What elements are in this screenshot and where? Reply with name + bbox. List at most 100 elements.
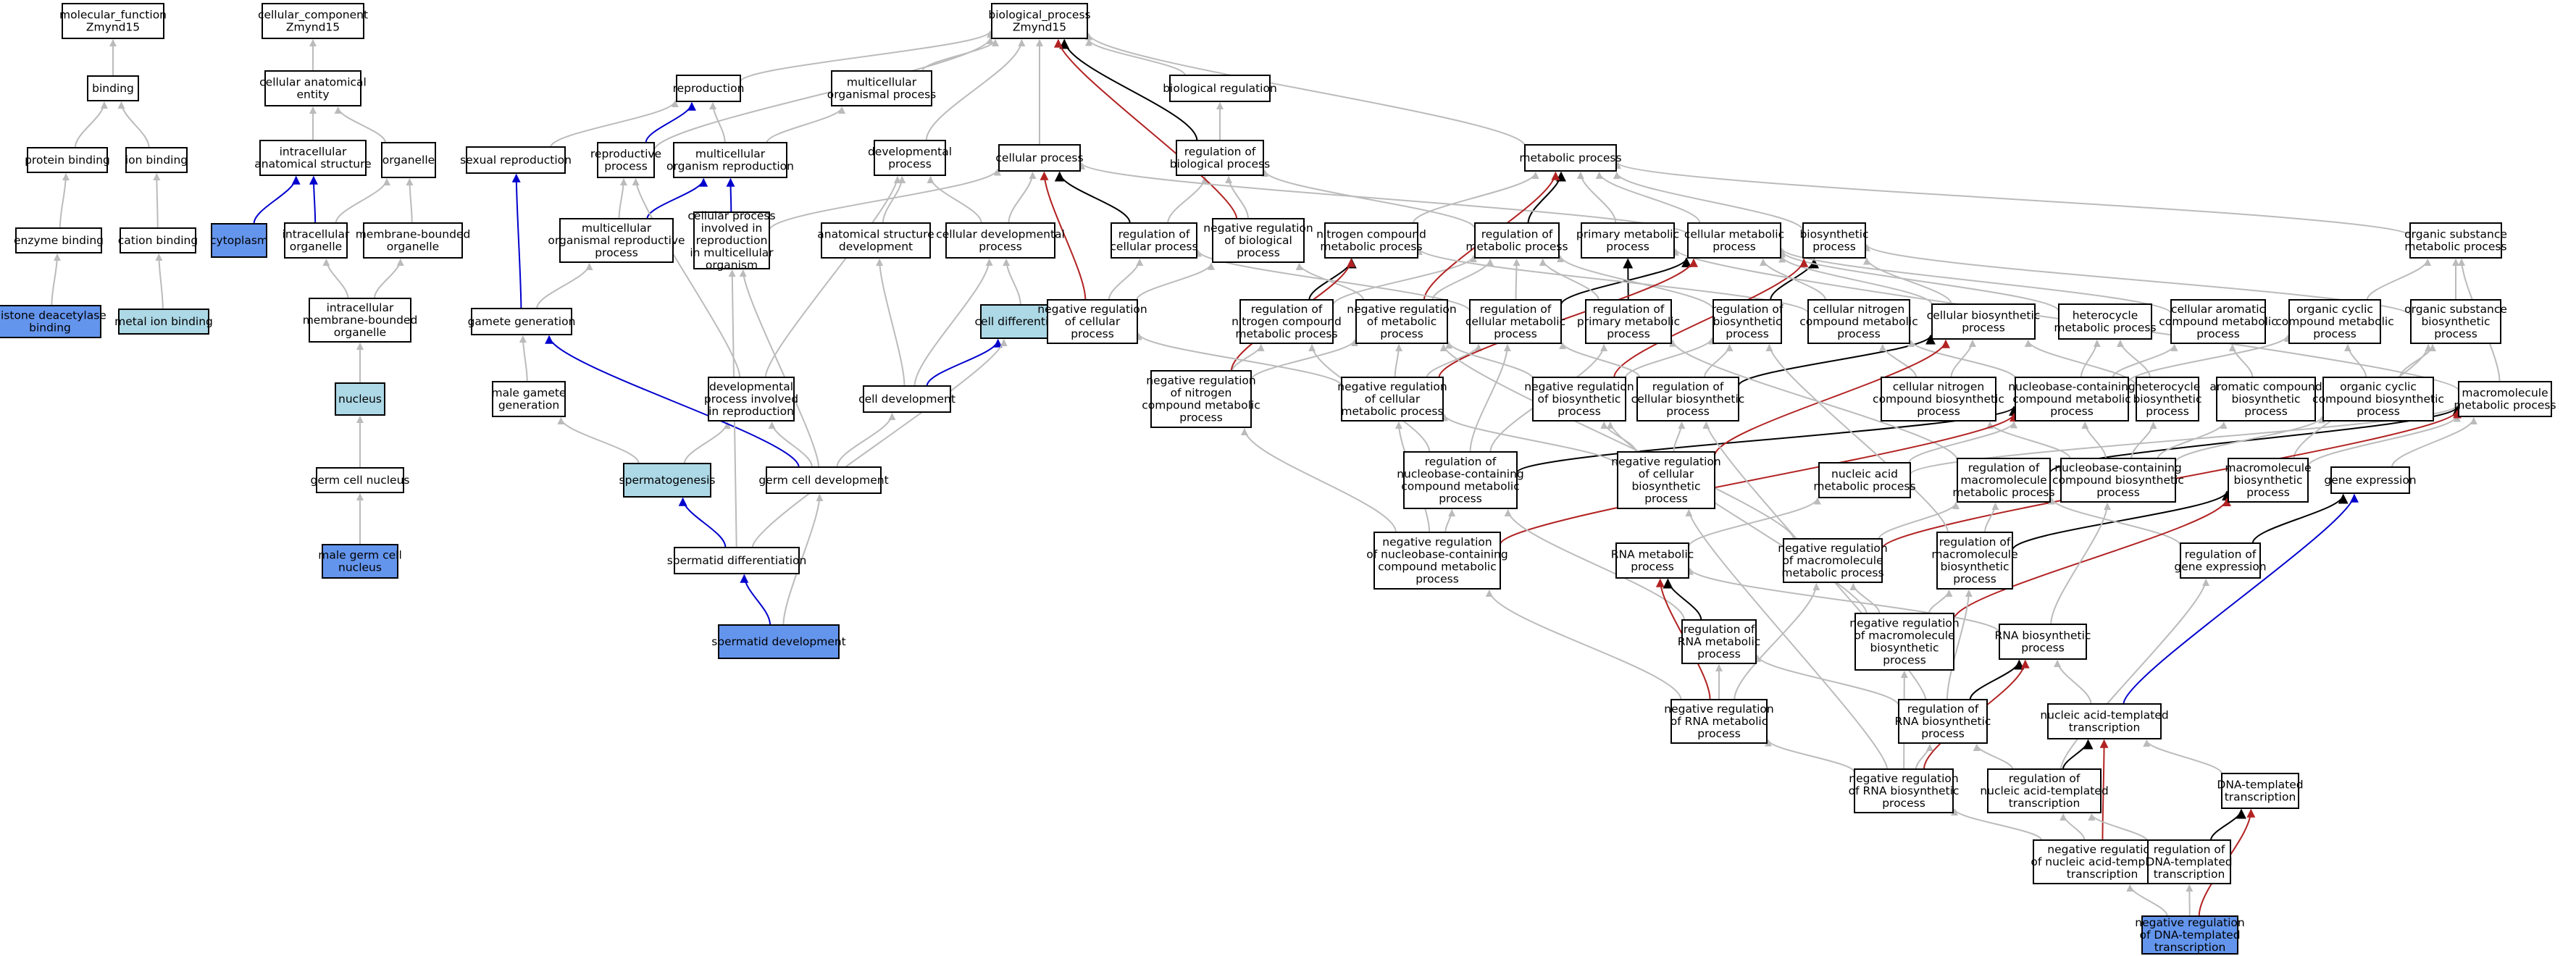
go-term-node[interactable]: metal ion binding xyxy=(114,309,213,335)
go-term-node[interactable]: germ cell development xyxy=(758,466,889,494)
go-term-node[interactable]: sexual reproduction xyxy=(460,146,572,174)
go-term-node[interactable]: ion binding xyxy=(125,147,188,173)
go-term-node[interactable]: cytoplasm xyxy=(210,223,268,258)
node-box xyxy=(998,144,1081,172)
go-term-node[interactable]: protein binding xyxy=(25,147,110,173)
edge-is-a xyxy=(406,178,414,224)
go-term-node[interactable]: binding xyxy=(87,75,139,101)
go-term-node[interactable]: cell development xyxy=(858,385,955,413)
go-term-node[interactable]: gene expression xyxy=(2324,466,2417,494)
go-term-node[interactable]: enzyme binding xyxy=(14,227,104,253)
go-term-node[interactable]: reproduction xyxy=(673,75,745,102)
go-term-node[interactable]: nucleus xyxy=(335,382,385,416)
go-term-node[interactable]: cation binding xyxy=(118,227,198,253)
go-term-node[interactable]: cellular process xyxy=(995,144,1084,172)
go-term-node[interactable]: biological regulation xyxy=(1163,75,1277,102)
go-term-node[interactable]: organelle xyxy=(381,142,436,178)
go-term-node[interactable]: spermatogenesis xyxy=(619,463,716,498)
go-term-node[interactable]: gamete generation xyxy=(468,308,576,335)
go-term-node[interactable]: spermatid development xyxy=(711,624,846,659)
edge-is-a xyxy=(2143,739,2222,774)
go-term-node[interactable]: germ cell nucleus xyxy=(310,467,410,493)
go-term-node[interactable]: spermatid differentiation xyxy=(667,547,807,574)
go-term-node[interactable]: metabolic process xyxy=(1519,144,1622,172)
